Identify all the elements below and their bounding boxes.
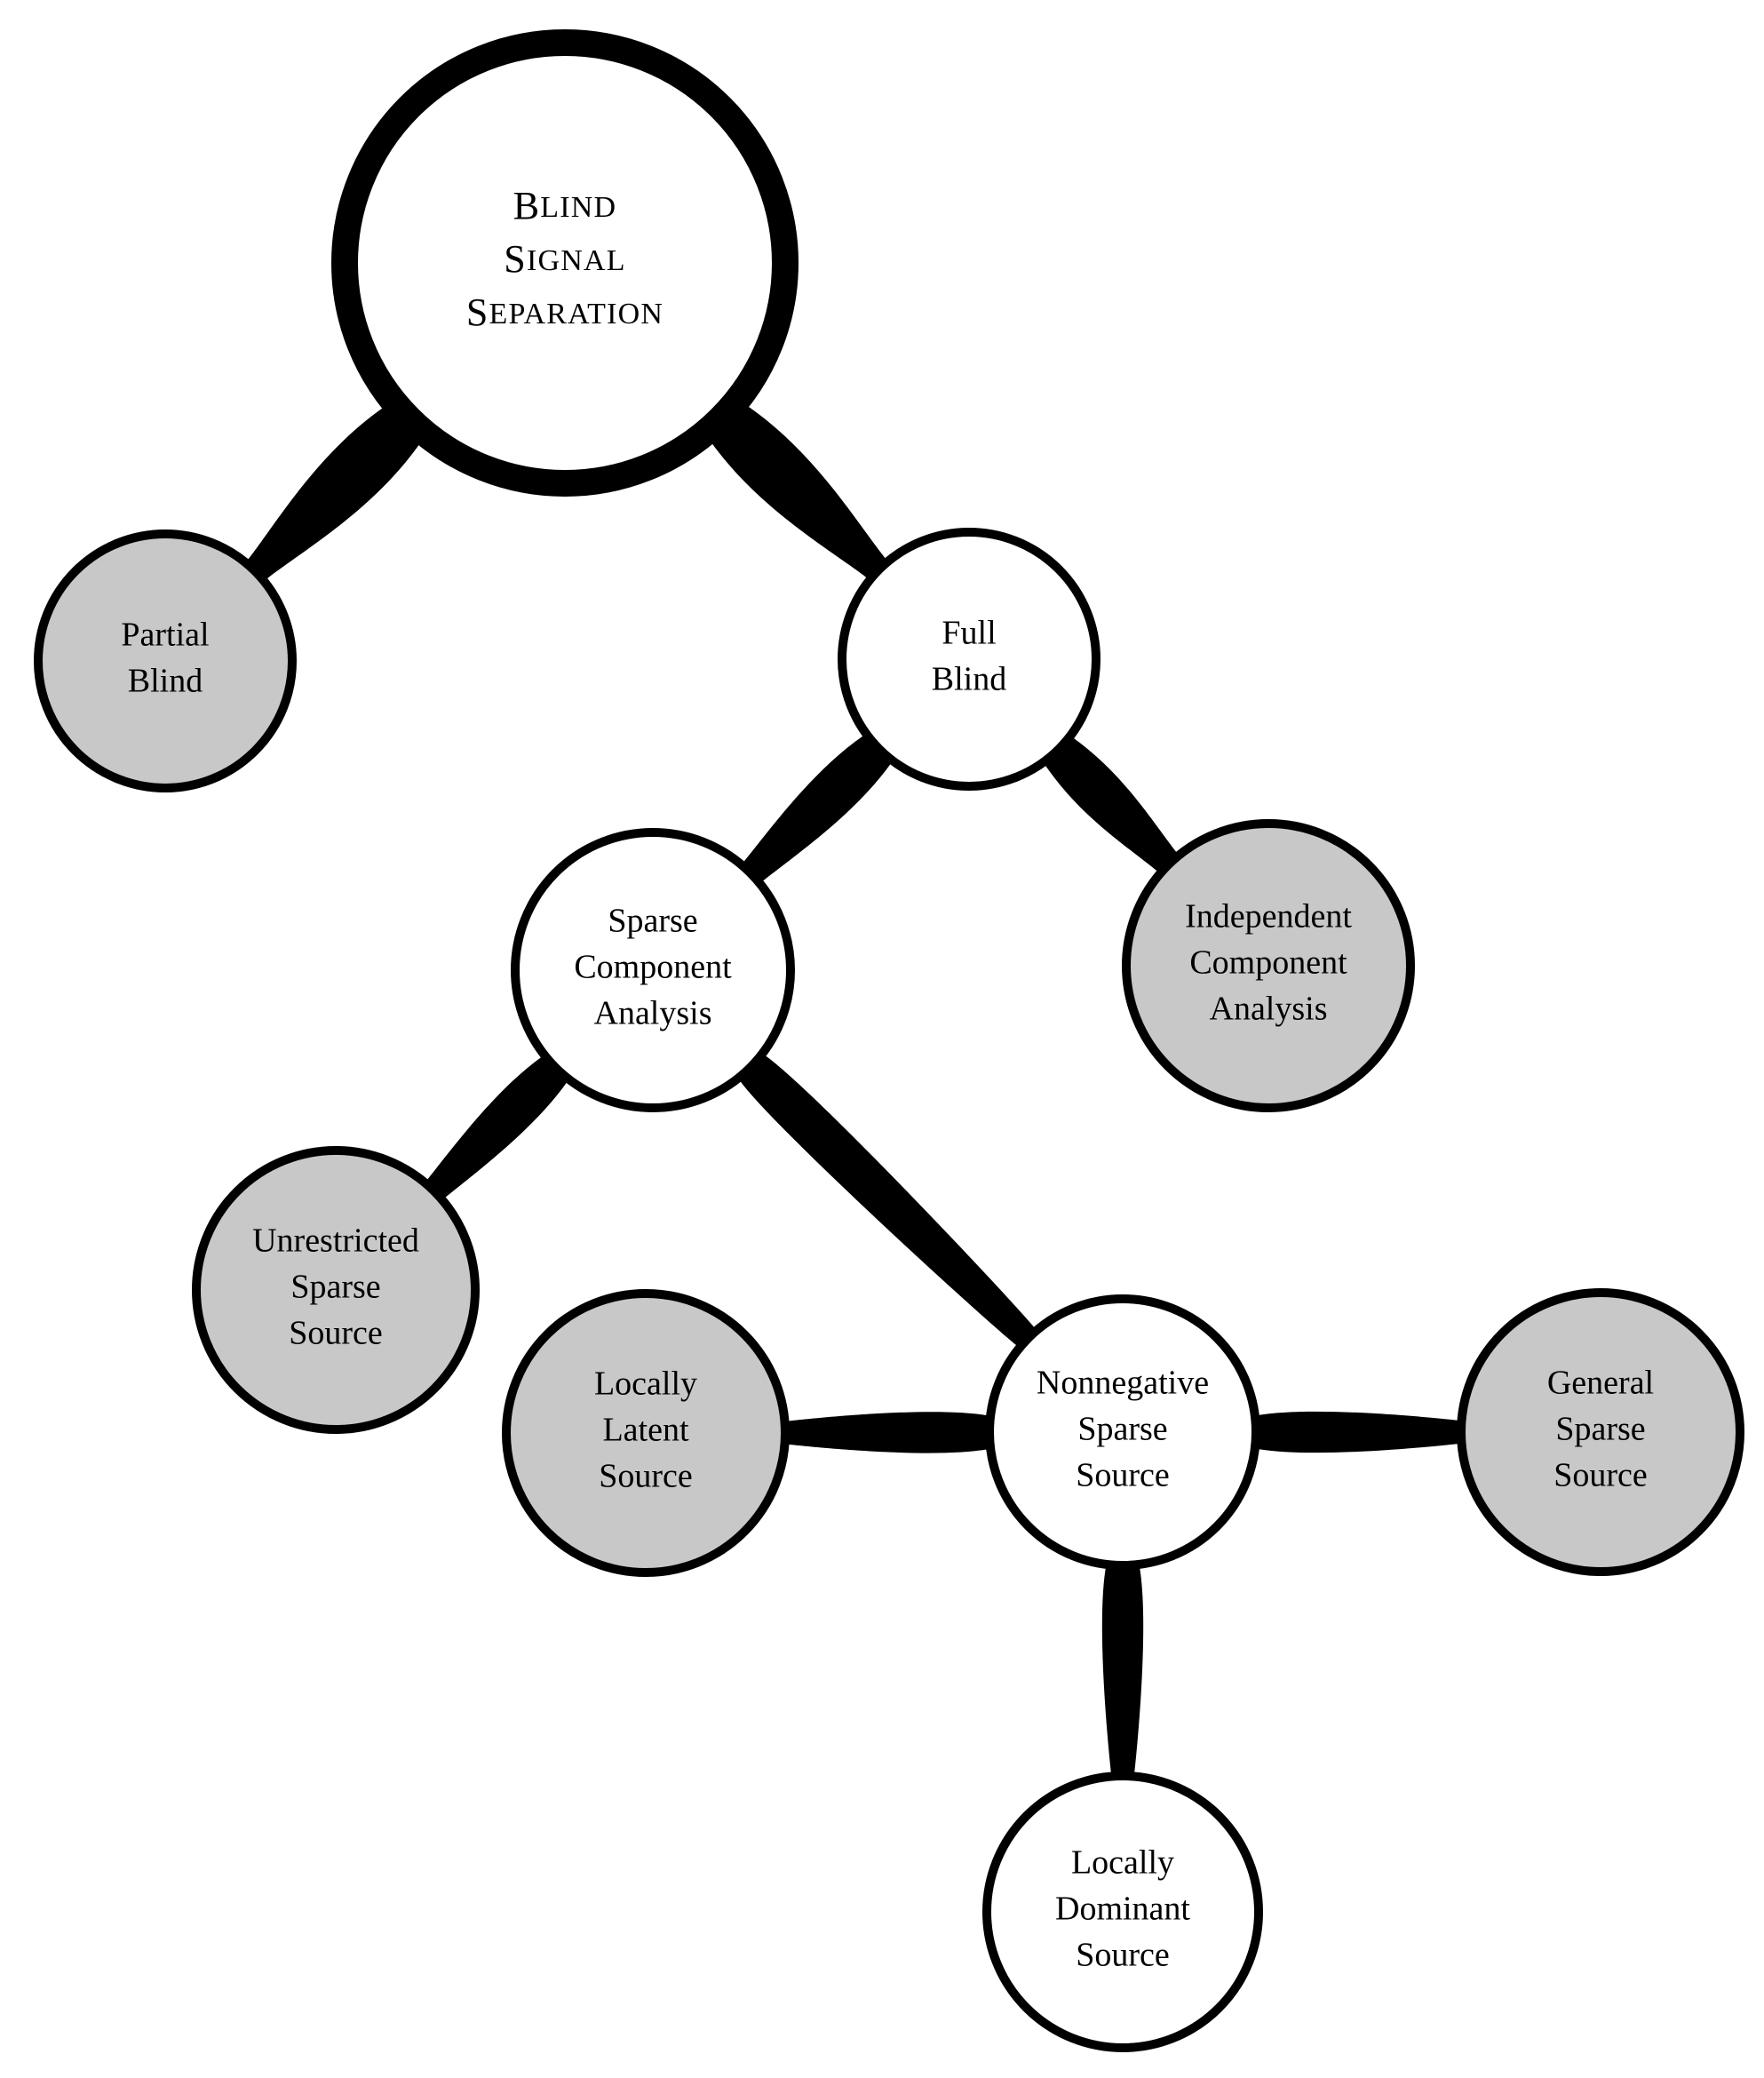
node-circle-full-blind[interactable] [838,528,1101,791]
node-label-locally-dominant-source-line-3: Source [1076,1937,1170,1974]
node-circle-locally-latent-source[interactable] [502,1289,790,1577]
nodes-layer: BLINDSIGNALSEPARATIONPartialBlindFullBli… [34,29,1744,2052]
node-label-general-sparse-source-line-2: Sparse [1555,1411,1645,1448]
node-label-partial-blind-line-2: Blind [128,663,203,700]
node-circle-partial-blind[interactable] [34,529,297,792]
edges-layer [247,406,1459,1774]
node-label-blind-signal-separation-line-1: BLIND [513,184,617,227]
node-circle-locally-dominant-source[interactable] [982,1771,1263,2052]
node-label-full-blind-line-1: Full [942,615,996,652]
edge-full-blind-ica [1045,737,1178,872]
edge-nonnegative-locally-dominant [1101,1567,1144,1774]
node-label-blind-signal-separation-line-3: SEPARATION [466,291,663,334]
node-label-sparse-component-analysis-line-1: Sparse [608,903,697,940]
node-label-general-sparse-source-line-3: Source [1553,1457,1648,1494]
node-circle-blind-signal-separation[interactable] [331,29,799,497]
edge-bss-full-blind [711,406,886,579]
node-label-nonnegative-sparse-source-line-1: Nonnegative [1037,1365,1209,1402]
node-label-full-blind-line-2: Blind [932,661,1006,698]
node-label-sparse-component-analysis-line-3: Analysis [594,995,712,1032]
node-circle-sparse-component-analysis[interactable] [511,828,795,1112]
edge-nonnegative-locally-latent [786,1412,989,1453]
node-label-unrestricted-sparse-source-line-1: Unrestricted [252,1222,419,1260]
node-circle-unrestricted-sparse-source[interactable] [192,1146,480,1434]
node-label-locally-latent-source-line-1: Locally [594,1365,697,1403]
edge-sca-unrestricted [426,1056,568,1198]
edge-sca-nonnegative [739,1055,1036,1347]
edge-nonnegative-general [1258,1411,1459,1453]
node-label-blind-signal-separation-line-2: SIGNAL [504,237,625,281]
node-label-locally-latent-source-line-2: Latent [602,1412,689,1449]
node-blind-signal-separation[interactable]: BLIND SIGNAL SEPARATION [331,29,799,497]
node-label-nonnegative-sparse-source-line-2: Sparse [1077,1411,1167,1448]
node-circle-independent-component-analysis[interactable] [1122,819,1415,1112]
node-label-general-sparse-source-line-1: General [1547,1365,1654,1402]
node-label-independent-component-analysis-line-2: Component [1189,944,1347,982]
node-label-locally-dominant-source-line-1: Locally [1071,1844,1174,1882]
node-label-sparse-component-analysis-line-2: Component [574,949,732,986]
node-circle-nonnegative-sparse-source[interactable] [985,1294,1260,1570]
node-label-unrestricted-sparse-source-line-2: Sparse [290,1269,380,1306]
node-label-locally-latent-source-line-3: Source [599,1458,693,1495]
node-label-independent-component-analysis-line-3: Analysis [1210,991,1328,1028]
node-label-locally-dominant-source-line-2: Dominant [1055,1891,1190,1928]
node-label-partial-blind-line-1: Partial [121,617,209,654]
node-label-independent-component-analysis-line-1: Independent [1185,898,1352,935]
node-label-nonnegative-sparse-source-line-3: Source [1076,1457,1170,1494]
edge-full-blind-sca [743,735,892,882]
node-circle-general-sparse-source[interactable] [1457,1288,1744,1576]
edge-bss-partial-blind [247,407,420,580]
node-label-unrestricted-sparse-source-line-3: Source [289,1315,383,1352]
